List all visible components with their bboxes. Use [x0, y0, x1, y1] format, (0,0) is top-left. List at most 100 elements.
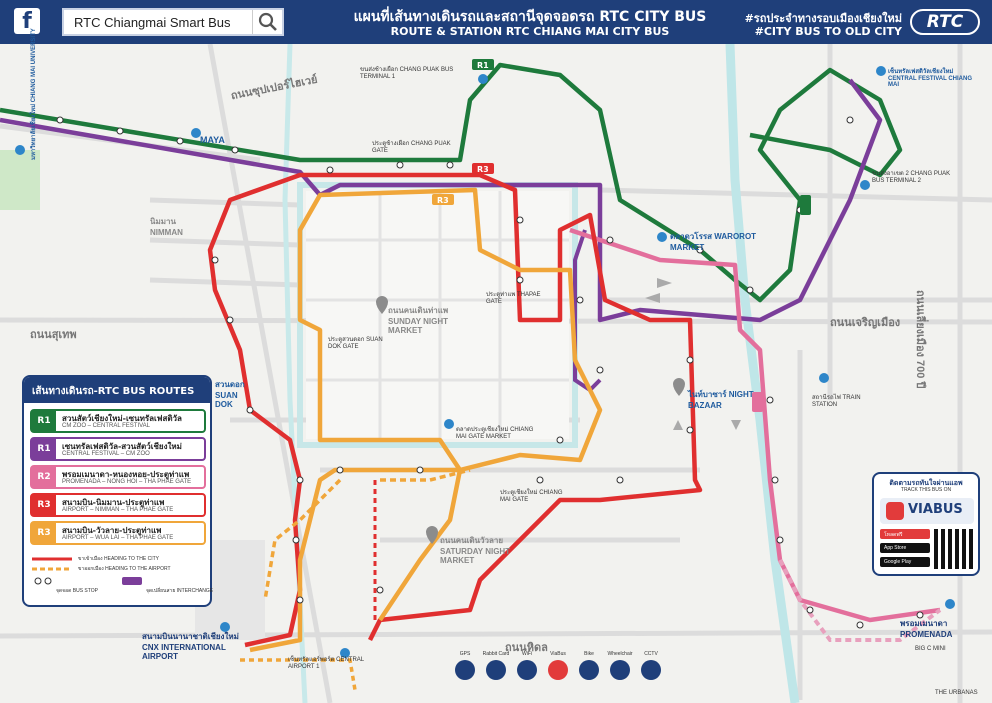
label-warorot: ตลาดวโรรส WAROROT MARKET: [670, 232, 757, 252]
route-legend: เส้นทางเดินรถ-RTC BUS ROUTES R1 สวนสัตว์…: [22, 375, 214, 607]
facility-rabbit: Rabbit Card: [481, 651, 511, 680]
legend-route-en: AIRPORT – WUA LAI – THA PHAE GATE: [62, 535, 174, 541]
label-thapae-gate: ประตูท่าแพ THAPAE GATE: [486, 292, 541, 305]
app-store-badge[interactable]: App Store: [880, 543, 930, 553]
rtc-logo: RTC: [910, 9, 980, 35]
header-bar: f RTC Chiangmai Smart Bus แผนที่เส้นทางเ…: [0, 0, 992, 44]
label-chang-puak-gate: ประตูช้างเผือก CHANG PUAK GATE: [372, 141, 451, 154]
route-r1-purple: [0, 78, 883, 323]
legend-code: R3: [32, 523, 56, 543]
svg-text:R3: R3: [437, 196, 449, 205]
viabus-icon: [548, 660, 568, 680]
facility-wheelchair: Wheelchair: [605, 651, 635, 680]
svg-text:R1: R1: [477, 61, 489, 70]
legend-route-th: เซนทรัลเฟสติวัล-สวนสัตว์เชียงใหม่: [62, 442, 182, 451]
legend-code: R1: [32, 439, 56, 459]
viabus-icon: [886, 502, 904, 520]
wifi-icon: [517, 660, 537, 680]
label-the-urbanas: THE URBANAS: [935, 690, 978, 696]
label-nimman: นิมมาน NIMMAN: [150, 217, 183, 237]
bike-icon: [579, 660, 599, 680]
search-icon[interactable]: [252, 10, 282, 34]
legend-route-en: CM ZOO – CENTRAL FESTIVAL: [62, 423, 151, 429]
legend-route-en: AIRPORT – NIMMAN – THA PHAE GATE: [62, 507, 174, 513]
qr-code[interactable]: [934, 529, 974, 569]
app-name: VIABUS: [908, 502, 963, 517]
route-badges: R1 R3 R3: [432, 59, 811, 412]
legend-code: R2: [32, 467, 56, 487]
title-english: ROUTE & STATION RTC CHIANG MAI CITY BUS: [390, 25, 670, 38]
street-grid: [0, 44, 992, 703]
gps-icon: [455, 660, 475, 680]
facility-bike: Bike: [574, 651, 604, 680]
label-airport: สนามบินนานาชาติเชียงใหม่ CNX INTERNATION…: [142, 632, 239, 661]
facility-cctv: CCTV: [636, 651, 666, 680]
label-cm-university: มหาวิทยาลัยเชียงใหม่ CHIANG MAI UNIVERSI…: [31, 28, 37, 160]
route-r2-pink: [569, 227, 941, 623]
label-central-airport: เซ็นทรัลแอร์พอร์ต CENTRAL AIRPORT 1: [288, 657, 364, 670]
map-pins: [15, 66, 955, 658]
bus-stops: [56, 116, 924, 629]
label-cm-gate-market: ตลาดประตูเชียงใหม่ CHIANG MAI GATE MARKE…: [456, 427, 534, 440]
cctv-icon: [641, 660, 661, 680]
route-r3-orange: [249, 187, 603, 653]
label-bus-terminal-2: ขนส่งอาเขต 2 CHANG PUAK BUS TERMINAL 2: [872, 171, 951, 184]
label-sunday-market: ถนนคนเดินท่าแพ SUNDAY NIGHT MARKET: [388, 306, 449, 335]
legend-route-th: พรอมเมนาดา-หนองหอย-ประตูท่าแพ: [62, 470, 190, 479]
legend-row-r1-purple: R1 เซนทรัลเฟสติวัล-สวนสัตว์เชียงใหม่ CEN…: [30, 437, 206, 461]
google-play-badge[interactable]: Google Play: [880, 557, 930, 567]
title-thai: แผนที่เส้นทางเดินรถและสถานีจุดจอดรถ RTC …: [353, 9, 707, 25]
label-suan-dok: สวนดอก SUAN DOK: [215, 380, 245, 409]
label-big-c: BIG C MINI: [915, 646, 946, 652]
label-central-festival: เซ็นทรัลเฟสติวัลเชียงใหม่ CENTRAL FESTIV…: [888, 69, 973, 88]
facility-viabus: ViaBus: [543, 651, 573, 680]
legend-key-bus-stop: จุดจอด BUS STOP: [56, 588, 98, 594]
legend-key-outbound: ขาออกเมือง HEADING TO THE AIRPORT: [78, 566, 171, 572]
app-title: ติดตามรถทันใจผ่านแอพ: [889, 479, 963, 487]
label-train-station: สถานีรถไฟ TRAIN STATION: [812, 395, 861, 408]
legend-route-th: สนามบิน-นิมมาน-ประตูท่าแพ: [62, 498, 165, 507]
road-ring-700: ถนนเลี่ยงเมือง 700 ปี: [914, 290, 926, 389]
hashtag-english: #CITY BUS TO OLD CITY: [754, 25, 902, 38]
legend-keys-graphic: [32, 557, 142, 585]
bus-facilities: GPS Rabbit Card WiFi ViaBus Bike Wheelch…: [450, 651, 670, 697]
legend-route-th: สนามบิน-วัวลาย-ประตูท่าแพ: [62, 526, 162, 535]
legend-code: R3: [32, 495, 56, 515]
legend-row-r2: R2 พรอมเมนาดา-หนองหอย-ประตูท่าแพ PROMENA…: [30, 465, 206, 489]
download-badge[interactable]: โหลดฟรี: [880, 529, 930, 539]
legend-key-inbound: ขาเข้าเมือง HEADING TO THE CITY: [78, 556, 160, 562]
legend-title: เส้นทางเดินรถ-RTC BUS ROUTES: [24, 377, 210, 403]
route-map: R1 R3 R3: [0, 44, 992, 703]
hashtag-thai: #รถประจำทางรอบเมืองเชียงใหม่: [744, 12, 902, 25]
route-r1-green: [0, 62, 903, 303]
svg-text:R3: R3: [477, 165, 489, 174]
legend-code: R1: [32, 411, 56, 431]
search-box[interactable]: RTC Chiangmai Smart Bus: [62, 8, 284, 36]
label-saturday-market: ถนนคนเดินวัวลาย SATURDAY NIGHT MARKET: [440, 536, 511, 565]
label-night-bazaar: ไนท์บาซาร์ NIGHT BAZAAR: [688, 390, 754, 410]
legend-key-interchange: จุดเปลี่ยนสาย INTERCHANGE: [146, 588, 214, 594]
label-chiang-mai-gate: ประตูเชียงใหม่ CHIANG MAI GATE: [500, 490, 563, 503]
facebook-icon[interactable]: f: [14, 8, 40, 34]
legend-row-r3-orange: R3 สนามบิน-วัวลาย-ประตูท่าแพ AIRPORT – W…: [30, 521, 206, 545]
legend-route-th: สวนสัตว์เชียงใหม่-เซนทรัลเฟสติวัล: [62, 414, 182, 423]
legend-route-en: PROMENADA – NONG HOI – THA PHAE GATE: [62, 479, 192, 485]
viabus-logo: VIABUS: [880, 498, 974, 524]
facility-wifi: WiFi: [512, 651, 542, 680]
road-charoen-mueang: ถนนเจริญเมือง: [830, 317, 901, 329]
route-r3-red: [207, 172, 703, 648]
label-suan-dok-gate: ประตูสวนดอก SUAN DOK GATE: [328, 337, 383, 350]
app-subtitle: TRACK THIS BUS ON: [900, 487, 952, 493]
legend-row-r3-red: R3 สนามบิน-นิมมาน-ประตูท่าแพ AIRPORT – N…: [30, 493, 206, 517]
rabbit-card-icon: [486, 660, 506, 680]
legend-route-en: CENTRAL FESTIVAL – CM ZOO: [62, 451, 150, 457]
label-bus-terminal-1: ขนส่งช้างเผือก CHANG PUAK BUS TERMINAL 1: [360, 67, 454, 80]
viabus-app-box: ติดตามรถทันใจผ่านแอพ TRACK THIS BUS ON V…: [872, 472, 980, 576]
road-hi-del: ถนนหิดล: [505, 642, 548, 654]
ping-river: [725, 44, 800, 703]
legend-row-r1-green: R1 สวนสัตว์เชียงใหม่-เซนทรัลเฟสติวัล CM …: [30, 409, 206, 433]
label-promenada: พรอมเมนาดา PROMENADA: [900, 619, 953, 639]
road-suthep: ถนนสุเทพ: [30, 329, 77, 341]
label-maya: MAYA: [200, 135, 225, 145]
